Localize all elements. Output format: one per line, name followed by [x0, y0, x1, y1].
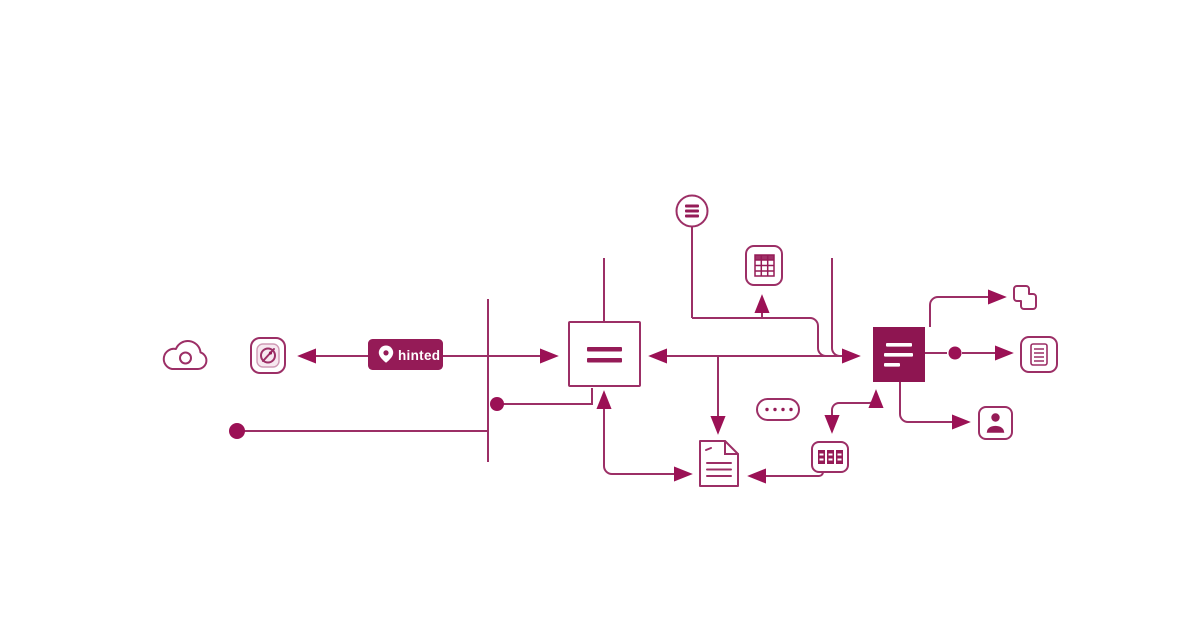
- merge-node-box: [568, 321, 641, 387]
- stub-line-top-right: [831, 258, 841, 357]
- spreadsheet-cells-icon: [811, 441, 849, 473]
- badge-label: hinted: [398, 348, 440, 363]
- endpoint-dot-right: [948, 346, 962, 360]
- list-node-box: [873, 327, 925, 382]
- connector-list-box-to-puzzle: [929, 289, 1007, 327]
- brand-badge: hinted: [368, 339, 443, 370]
- report-document-icon: [1020, 336, 1058, 373]
- connector-merge-box-document: [596, 390, 693, 482]
- equals-bar-bottom: [587, 358, 622, 363]
- connector-dot-to-merge-box: [503, 388, 593, 405]
- connector-cells-to-document: [747, 468, 824, 484]
- list-circle-icon: [675, 194, 709, 228]
- equals-bar-top: [587, 347, 622, 352]
- slashed-circle-app-icon: [250, 337, 286, 374]
- table-grid-icon: [745, 245, 783, 286]
- cloud-icon: [162, 340, 208, 370]
- connector-list-box-cells: [824, 389, 884, 434]
- puzzle-piece-icon: [1013, 285, 1037, 310]
- ellipsis-pill-icon: [756, 398, 800, 421]
- location-pin-icon: [378, 345, 394, 363]
- bracket-connector: [692, 317, 827, 357]
- document-page-icon: [699, 440, 739, 487]
- connector-list-box-to-person: [899, 382, 971, 430]
- person-icon: [978, 406, 1013, 440]
- endpoint-dot-middle: [490, 397, 504, 411]
- endpoint-dot-left: [229, 423, 245, 439]
